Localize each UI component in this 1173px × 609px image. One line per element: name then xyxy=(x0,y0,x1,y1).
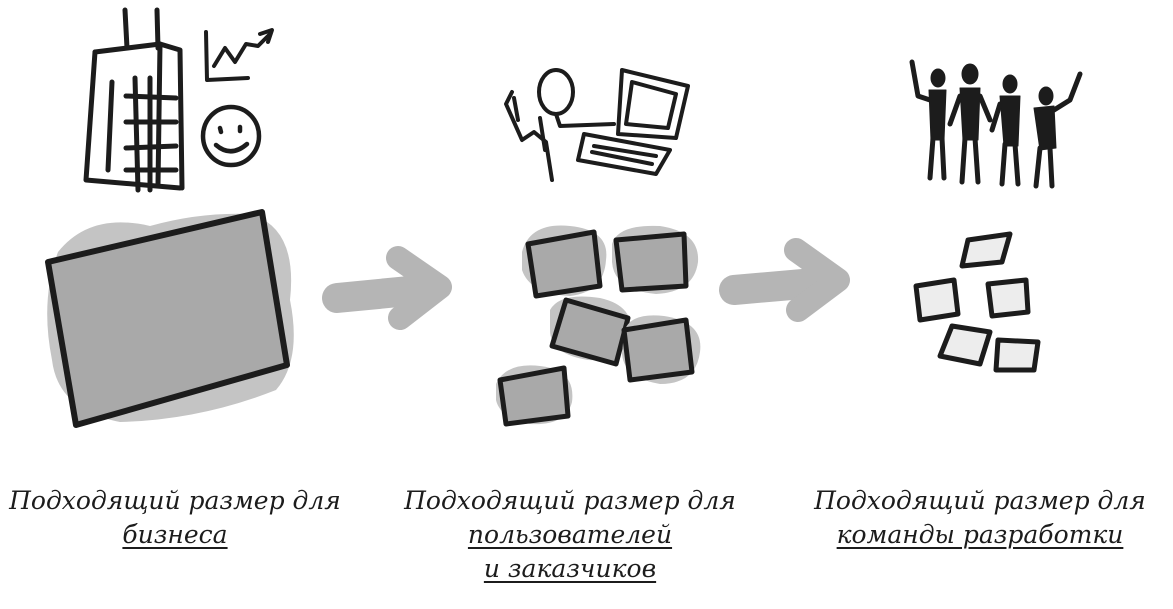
arrow-right-icon xyxy=(322,246,452,330)
caption-line: Подходящий размер для xyxy=(404,486,736,515)
diagram-art xyxy=(45,7,1083,428)
team-group-icon xyxy=(909,59,1083,189)
person-at-laptop-icon xyxy=(504,68,690,182)
office-building-icon xyxy=(83,7,185,193)
caption-line: Подходящий размер для xyxy=(9,486,341,515)
team-size-cards xyxy=(913,231,1041,373)
growth-chart-icon xyxy=(204,28,274,82)
arrow-right-icon xyxy=(719,238,850,322)
stage-caption-dev-team: Подходящий размер для команды разработки xyxy=(800,484,1160,552)
user-size-cards xyxy=(496,225,701,427)
caption-audience: пользователей xyxy=(467,520,673,549)
smiley-face-icon xyxy=(200,104,262,168)
business-size-card xyxy=(45,209,294,428)
stage-caption-users: Подходящий размер для пользователей и за… xyxy=(380,484,760,586)
caption-audience: бизнеса xyxy=(122,520,228,549)
caption-audience: команды разработки xyxy=(836,520,1124,549)
stage-caption-business: Подходящий размер для бизнеса xyxy=(0,484,350,552)
caption-audience-continued: и заказчиков xyxy=(483,554,657,583)
caption-line: Подходящий размер для xyxy=(814,486,1146,515)
